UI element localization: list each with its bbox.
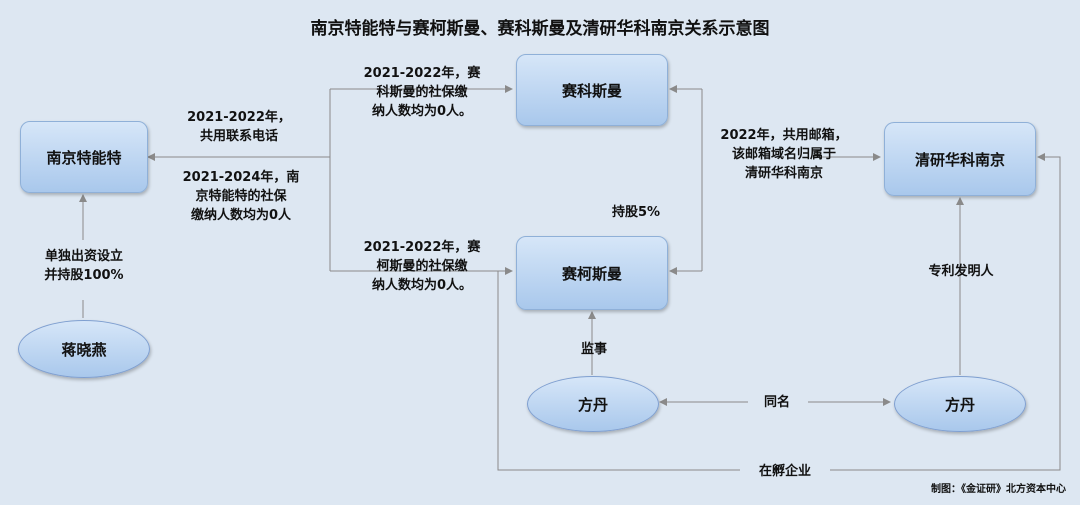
node-saikesiman-ka: 赛柯斯曼 <box>516 236 668 310</box>
connector-incubated-left <box>497 271 740 471</box>
connector-incubated-right <box>830 153 1061 471</box>
label-mailbox: 2022年，共用邮箱， 该邮箱域名归属于 清研华科南京 <box>720 128 848 181</box>
node-fangdan-left: 方丹 <box>527 376 659 432</box>
label-inventor: 专利发明人 <box>928 264 994 279</box>
label-invest: 单独出资设立 并持股100% <box>44 249 124 283</box>
diagram-title: 南京特能特与赛柯斯曼、赛科斯曼及清研华科南京关系示意图 <box>310 19 770 39</box>
label-social-ka: 2021-2022年，赛 柯斯曼的社保缴 纳人数均为0人。 <box>363 240 481 293</box>
label-social-teneng: 2021-2024年，南 京特能特的社保 缴纳人数均为0人 <box>182 170 300 223</box>
node-saikesiman-ke: 赛科斯曼 <box>516 54 668 126</box>
label-incubated: 在孵企业 <box>758 464 811 479</box>
label-phone: 2021-2022年， 共用联系电话 <box>187 110 291 144</box>
node-fangdan-right: 方丹 <box>894 376 1026 432</box>
node-qingyan: 清研华科南京 <box>884 122 1036 196</box>
label-supervisor: 监事 <box>580 342 607 357</box>
node-nanjing-teneng: 南京特能特 <box>20 121 148 193</box>
label-social-ke: 2021-2022年，赛 科斯曼的社保缴 纳人数均为0人。 <box>363 66 481 119</box>
label-shareholding: 持股5% <box>611 205 661 220</box>
credit-text: 制图：《金证研》北方资本中心 <box>931 484 1066 495</box>
node-jiang: 蒋晓燕 <box>18 320 150 378</box>
label-same-name: 同名 <box>763 395 790 410</box>
